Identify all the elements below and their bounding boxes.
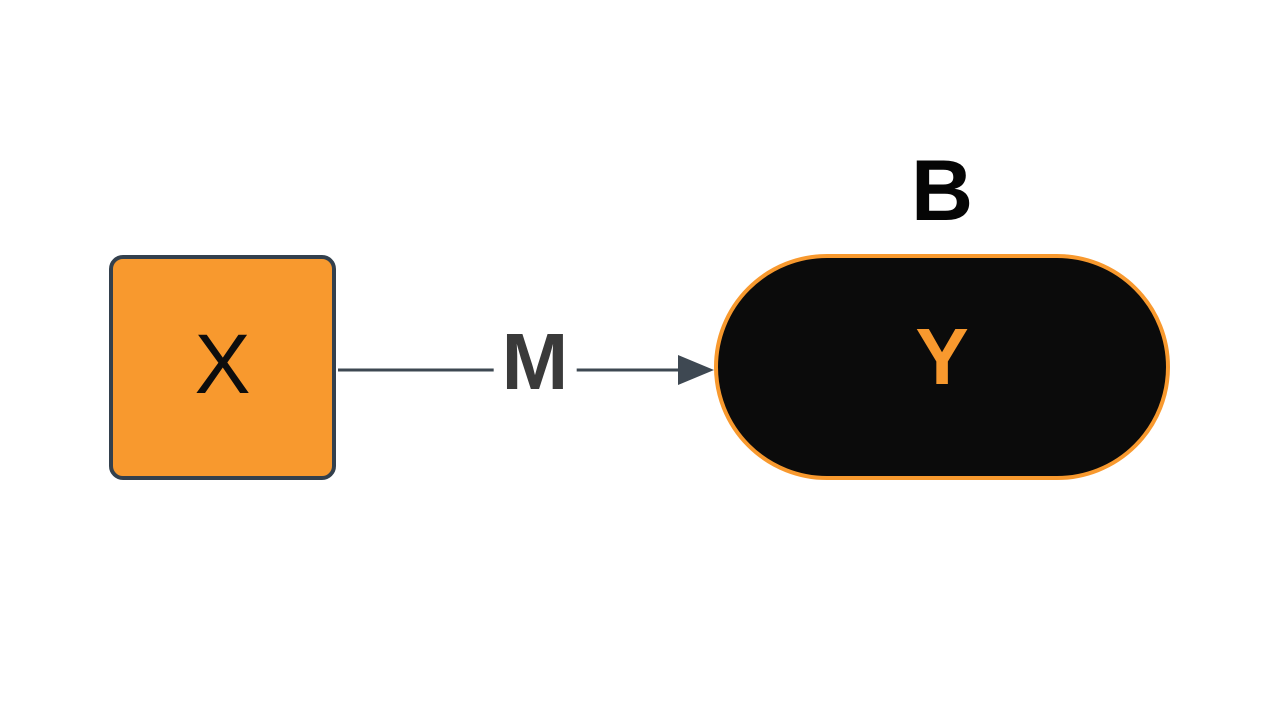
node-x-label: X xyxy=(194,316,251,411)
node-y-label: Y xyxy=(915,312,969,401)
edge-arrowhead-icon xyxy=(678,355,714,385)
node-y: Y xyxy=(714,254,1170,480)
edge-label: M xyxy=(493,322,577,402)
node-x: X xyxy=(109,255,336,480)
node-y-annotation: B xyxy=(910,143,974,239)
